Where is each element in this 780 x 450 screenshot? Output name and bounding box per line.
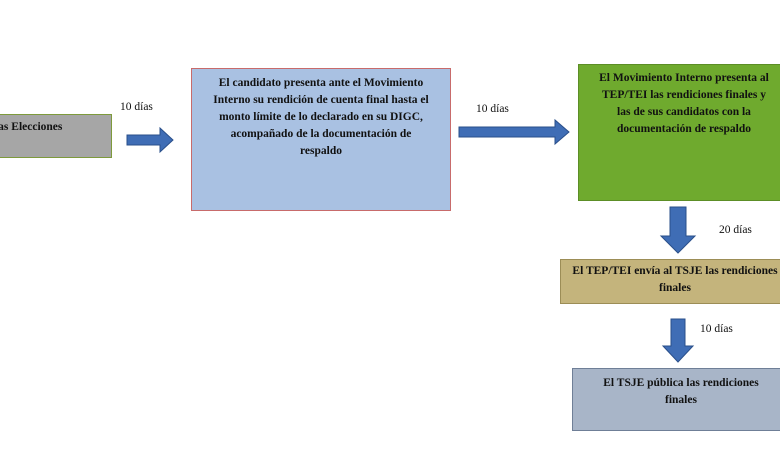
edge-label-duration: 10 días — [476, 103, 509, 115]
node-movement-submission: El Movimiento Interno presenta al TEP/TE… — [578, 64, 780, 201]
node-movement-line: documentación de respaldo — [617, 123, 751, 135]
node-tep-line: finales — [659, 282, 691, 294]
arrow-shape — [661, 318, 695, 363]
arrow-down-icon — [661, 318, 695, 363]
edge-label-duration: 20 días — [719, 224, 752, 236]
node-tsje-publishes: El TSJE pública las rendiciones finales — [572, 368, 780, 431]
node-movement-line: El Movimiento Interno presenta al — [599, 72, 769, 84]
node-movement-line: las de sus candidatos con la — [617, 106, 751, 118]
node-tsje-line: El TSJE pública las rendiciones — [603, 377, 759, 389]
arrow-shape — [458, 118, 570, 146]
arrow-down-icon — [659, 206, 697, 254]
node-tsje-line: finales — [665, 394, 697, 406]
arrow-shape — [126, 126, 174, 154]
arrow-right-icon — [458, 118, 570, 146]
node-candidate-line: El candidato presenta ante el Movimiento — [218, 77, 424, 89]
node-candidate-submission: El candidato presenta ante el Movimiento… — [191, 68, 451, 211]
edge-label-duration: 10 días — [120, 101, 153, 113]
node-elections-text: e las Elecciones — [0, 121, 63, 133]
node-tep-sends: El TEP/TEI envía al TSJE las rendiciones… — [560, 259, 780, 304]
node-elections: e las Elecciones — [0, 114, 112, 158]
edge-label-duration: 10 días — [700, 323, 733, 335]
node-tep-line: El TEP/TEI envía al TSJE las rendiciones — [572, 265, 778, 277]
arrow-shape — [659, 206, 697, 254]
arrow-right-icon — [126, 126, 174, 154]
node-candidate-line: monto límite de lo declarado en su DIGC, — [219, 111, 423, 123]
node-candidate-line: respaldo — [300, 145, 342, 157]
node-candidate-line: acompañado de la documentación de — [230, 128, 412, 140]
node-candidate-line: Interno su rendición de cuenta final has… — [213, 94, 429, 106]
node-movement-line: TEP/TEI las rendiciones finales y — [601, 89, 766, 101]
